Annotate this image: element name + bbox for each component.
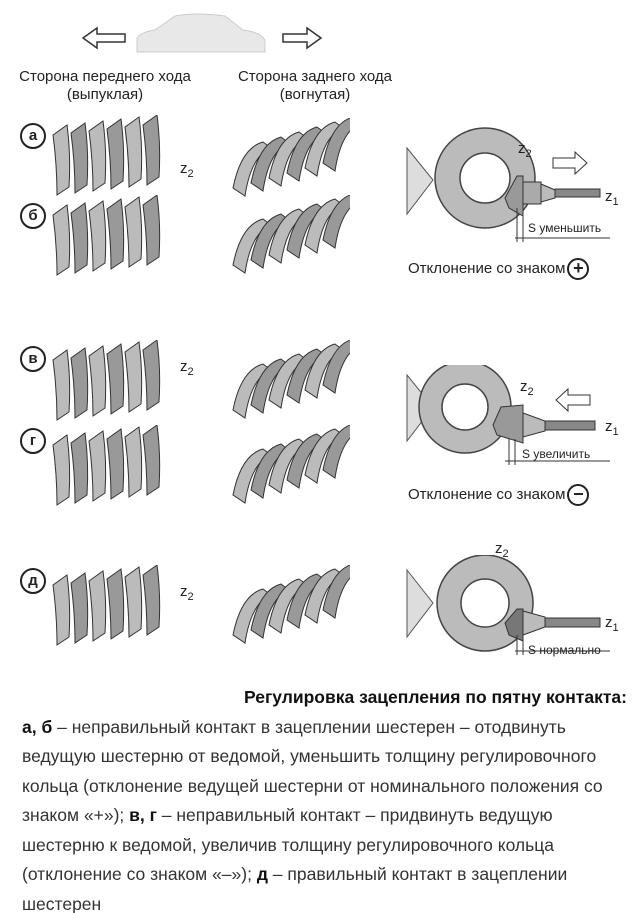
gear-tooth (124, 116, 143, 188)
caption-ab-label: а, б (22, 716, 53, 737)
gear-tooth (52, 124, 71, 196)
gear-tooth (106, 198, 125, 270)
caption-vg-text: – неправильный контакт – придвинуть веду… (22, 805, 555, 884)
deviation-minus: Отклонение со знаком− (408, 484, 590, 506)
car-icon (136, 13, 266, 53)
front-side-heading: Сторона переднего хода (выпуклая) (5, 68, 205, 104)
gear-tooth (124, 341, 143, 413)
gear-tooth (88, 120, 107, 192)
gear-tooth (124, 426, 143, 498)
z1-label: z1 (605, 418, 619, 438)
caption-ab-text: – неправильный контакт в зацеплении шест… (22, 716, 603, 826)
gear-tooth (322, 340, 350, 394)
gear-tooth (322, 425, 350, 479)
figure-caption: Регулировка зацепления по пятну контакта… (22, 683, 627, 913)
pinion-mechanism-normal (406, 555, 610, 655)
gear-tooth (70, 432, 89, 504)
gear-tooth (106, 118, 125, 190)
front-side-gear-teeth (52, 565, 161, 646)
row-label-b: б (20, 203, 46, 229)
z2-label: z2 (520, 378, 534, 398)
deviation-plus: Отклонение со знаком+ (408, 258, 590, 280)
car-direction-illustration (81, 13, 323, 53)
gear-tooth (142, 340, 161, 411)
rear-side-gear-teeth (232, 425, 350, 504)
rear-side-label: Сторона заднего хода (237, 68, 393, 85)
z2-label: z2 (180, 358, 194, 378)
front-side-gear-teeth (52, 195, 161, 276)
gear-tooth (70, 347, 89, 419)
gear-tooth (124, 196, 143, 268)
z2-label: z2 (518, 140, 532, 160)
gear-tooth (142, 565, 161, 636)
gear-tooth (88, 200, 107, 272)
gear-tooth (52, 204, 71, 276)
gear-tooth (142, 195, 161, 266)
gear-tooth (322, 565, 350, 619)
rear-side-gear-teeth (232, 340, 350, 419)
front-side-label: Сторона переднего хода (19, 68, 191, 85)
arrow-right-icon (552, 150, 588, 176)
gear-tooth (322, 195, 350, 249)
gear-tooth (88, 430, 107, 502)
front-side-gear-teeth (52, 425, 161, 506)
arrow-left-icon (81, 26, 126, 50)
s-normal-label: S нормально (528, 643, 601, 657)
rear-side-gear-teeth (232, 195, 350, 274)
gear-tooth (106, 343, 125, 415)
arrow-right-icon (282, 26, 323, 50)
rear-side-sublabel: (вогнутая) (279, 86, 351, 103)
caption-d-label: д (256, 864, 268, 884)
gear-tooth (322, 118, 350, 172)
front-side-gear-teeth (52, 115, 161, 196)
gear-tooth (106, 428, 125, 500)
gear-tooth (142, 115, 161, 186)
row-label-d: д (20, 568, 46, 594)
pinion-mechanism-minus (406, 365, 610, 465)
pinion-mechanism-plus (406, 127, 610, 242)
gear-tooth (52, 574, 71, 646)
caption-d-text: – правильный контакт в зацеплении шестер… (22, 864, 568, 913)
gear-tooth (106, 568, 125, 640)
gear-tooth (70, 572, 89, 644)
rear-side-heading: Сторона заднего хода (вогнутая) (215, 68, 415, 104)
gear-tooth (52, 434, 71, 506)
gear-tooth (88, 570, 107, 642)
gear-tooth (52, 349, 71, 421)
gear-tooth (88, 345, 107, 417)
front-side-gear-teeth (52, 340, 161, 421)
caption-title: Регулировка зацепления по пятну контакта… (243, 687, 627, 707)
row-label-v: в (20, 346, 46, 372)
gear-tooth (70, 122, 89, 194)
s-decrease-label: S уменьшить (528, 221, 602, 235)
arrow-left-icon (555, 387, 591, 413)
plus-circle-icon: + (567, 258, 590, 280)
caption-vg-label: в, г (129, 805, 157, 825)
z1-label: z1 (605, 614, 619, 634)
gear-tooth (70, 202, 89, 274)
front-side-sublabel: (выпуклая) (66, 86, 144, 103)
z2-label: z2 (495, 540, 509, 560)
minus-circle-icon: − (567, 484, 590, 506)
rear-side-gear-teeth (232, 565, 350, 644)
row-label-a: а (20, 123, 46, 149)
row-label-g: г (20, 428, 46, 454)
z2-label: z2 (180, 160, 194, 180)
gear-tooth (124, 566, 143, 638)
rear-side-gear-teeth (232, 118, 350, 197)
z2-label: z2 (180, 583, 194, 603)
z1-label: z1 (605, 188, 619, 208)
gear-tooth (142, 425, 161, 496)
s-increase-label: S увеличить (522, 447, 591, 461)
